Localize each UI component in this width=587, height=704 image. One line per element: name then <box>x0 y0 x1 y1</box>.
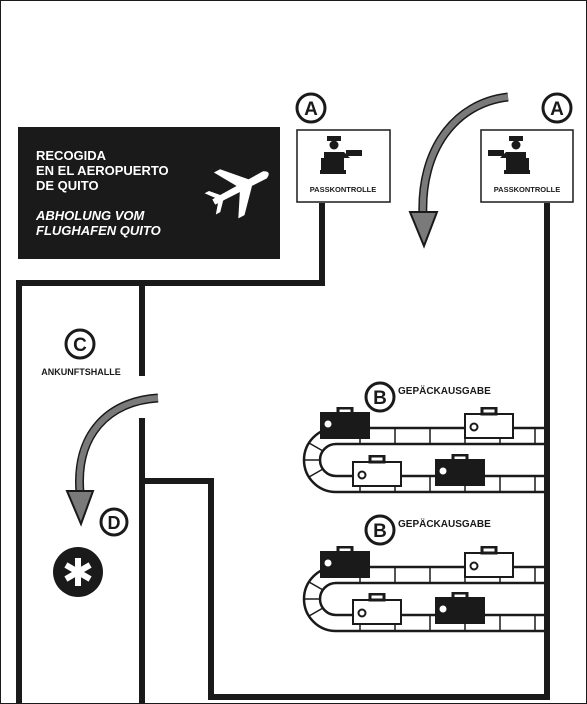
suitcase-icon <box>435 454 485 486</box>
baggage-claim-label-1: GEPÄCKAUSGABE <box>398 384 491 397</box>
passport-control-right: A PASSKONTROLLE <box>480 92 574 203</box>
pickup-sign: RECOGIDA EN EL AEROPUERTO DE QUITO ABHOL… <box>18 127 280 259</box>
passport-control-left: A PASSKONTROLLE <box>295 92 391 203</box>
airplane-icon <box>204 169 269 219</box>
wall-inner-room <box>142 203 550 700</box>
marker-a-right <box>541 92 573 124</box>
passport-officer-icon <box>320 136 362 174</box>
marker-c-letter: C <box>73 335 87 356</box>
baggage-claim-label-2: GEPÄCKAUSGABE <box>398 517 491 530</box>
arrival-hall-label: ANKUNFTSHALLE <box>41 367 121 377</box>
arrival-hall: C ANKUNFTSHALLE <box>41 328 121 377</box>
arrow-from-passport <box>408 92 509 249</box>
suitcase-icon <box>435 592 485 624</box>
pickup-sign-line4: ABHOLUNG VOM <box>35 208 146 223</box>
marker-a-left <box>295 92 327 124</box>
arrow-to-meeting-point <box>65 393 159 527</box>
corridor-walls <box>16 203 550 704</box>
marker-b-2 <box>364 514 396 546</box>
passport-officer-icon <box>488 136 530 174</box>
marker-b-1-letter: B <box>373 388 387 409</box>
passport-control-label-right: PASSKONTROLLE <box>494 185 561 194</box>
pickup-sign-line1: RECOGIDA <box>36 148 107 163</box>
pickup-sign-line3: DE QUITO <box>36 178 99 193</box>
marker-b-2-letter: B <box>373 521 387 542</box>
marker-d <box>99 507 129 537</box>
pickup-sign-line5: FLUGHAFEN QUITO <box>36 223 161 238</box>
baggage-carousel-1: B GEPÄCKAUSGABE <box>302 381 547 494</box>
wall-left-corridor <box>16 203 325 704</box>
meeting-point: D <box>53 507 129 597</box>
passport-control-label-left: PASSKONTROLLE <box>310 185 377 194</box>
marker-d-letter: D <box>108 513 121 533</box>
marker-b-1 <box>364 381 396 413</box>
suitcase-icon <box>320 407 370 439</box>
baggage-carousel-2: B GEPÄCKAUSGABE <box>302 514 547 633</box>
suitcase-icon <box>320 546 370 578</box>
pickup-sign-line2: EN EL AEROPUERTO <box>36 163 169 178</box>
marker-a-left-letter: A <box>304 99 318 120</box>
marker-c <box>64 328 96 360</box>
marker-a-right-letter: A <box>550 99 564 120</box>
